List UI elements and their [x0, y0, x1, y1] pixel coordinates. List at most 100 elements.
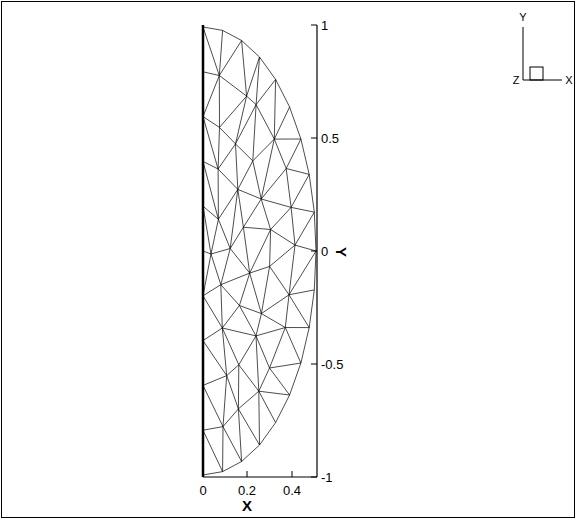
mesh-edge — [220, 96, 247, 127]
mesh-edge — [242, 41, 260, 58]
mesh-edge — [290, 363, 301, 395]
mesh-edge — [276, 79, 290, 107]
mesh-edge — [242, 41, 247, 97]
mesh-edge — [256, 57, 259, 105]
mesh-edge — [236, 96, 247, 144]
mesh-edge — [274, 79, 275, 139]
mesh-edge — [271, 207, 292, 229]
mesh-edge — [227, 376, 239, 409]
tick-label: 1 — [321, 19, 328, 32]
mesh-edge — [291, 207, 314, 212]
mesh-edge — [211, 219, 218, 254]
axis-ticks — [203, 25, 317, 477]
mesh-edge — [270, 328, 286, 369]
mesh-edge — [219, 76, 220, 128]
mesh-edge — [222, 306, 239, 329]
mesh-edge — [259, 391, 290, 395]
mesh-edge — [222, 427, 223, 472]
mesh-edge — [239, 336, 256, 365]
mesh-edge — [243, 199, 261, 227]
mesh-edge — [203, 117, 218, 169]
mesh-edge — [211, 249, 230, 255]
mesh-edge — [285, 327, 309, 328]
mesh-edge — [223, 462, 242, 472]
mesh-edge — [236, 105, 257, 144]
mesh-edge — [274, 107, 289, 139]
mesh-edge — [221, 249, 230, 285]
mesh-edge — [230, 189, 238, 248]
mesh-edge — [220, 127, 236, 143]
mesh-edge — [222, 328, 256, 336]
mesh-edge — [256, 328, 285, 336]
mesh-edge — [203, 285, 221, 296]
mesh-edge — [289, 290, 314, 295]
mesh-edge — [223, 427, 242, 462]
mesh-edge — [261, 169, 286, 200]
mesh-edge — [286, 169, 309, 175]
mesh-edge — [238, 189, 244, 227]
triad-label: X — [565, 75, 572, 86]
mesh-edge — [223, 376, 227, 427]
mesh-edge — [203, 27, 223, 30]
mesh-edge — [256, 336, 259, 391]
mesh-edge — [260, 57, 276, 79]
triad-label: Y — [519, 12, 526, 23]
mesh-edge — [285, 295, 289, 328]
mesh-edge — [236, 144, 253, 161]
mesh-edge — [270, 368, 290, 395]
mesh-edge — [301, 328, 309, 363]
mesh-edge — [256, 314, 261, 336]
mesh-edge — [259, 368, 270, 391]
mesh-edge — [203, 385, 223, 426]
mesh-edge — [239, 365, 259, 391]
mesh-edge — [239, 273, 249, 305]
mesh-edge — [270, 266, 289, 294]
axis-title: Y — [334, 247, 349, 257]
mesh-edge — [219, 76, 246, 97]
mesh-edge — [286, 139, 301, 169]
mesh-edge — [218, 219, 230, 248]
triangle-mesh — [203, 27, 316, 475]
mesh-edge — [261, 199, 270, 230]
mesh-edge — [250, 230, 271, 274]
mesh-edge — [218, 169, 238, 189]
mesh-edge — [203, 376, 227, 386]
mesh-edge — [274, 139, 286, 168]
mesh-edge — [238, 365, 239, 409]
mesh-edge — [276, 395, 290, 423]
mesh-edge — [289, 295, 309, 328]
mesh-edge — [271, 230, 295, 246]
mesh-edge — [261, 314, 285, 328]
mesh-edge — [250, 273, 262, 314]
mesh-edge — [236, 144, 238, 190]
tick-label: 0.4 — [283, 484, 301, 497]
mesh-edge — [203, 72, 219, 76]
mesh-edge — [218, 127, 219, 169]
mesh-edge — [270, 245, 295, 266]
mesh-edge — [253, 139, 274, 161]
tick-label: 0.5 — [321, 132, 339, 145]
mesh-edge — [247, 57, 260, 96]
mesh-edge — [253, 105, 256, 161]
mesh-edge — [258, 391, 260, 445]
mesh-edge — [203, 341, 227, 376]
mesh-edge — [230, 249, 250, 274]
left-edge — [202, 25, 205, 477]
tick-label: 0 — [199, 484, 206, 497]
mesh-edge — [291, 174, 309, 207]
mesh-edge — [290, 107, 301, 139]
mesh-edge — [239, 306, 261, 314]
mesh-edge — [261, 199, 291, 207]
mesh-edge — [203, 328, 222, 341]
mesh-edge — [222, 328, 226, 376]
axis-triad — [523, 27, 562, 80]
mesh-edge — [221, 285, 240, 306]
axis-title: X — [242, 498, 252, 513]
mesh-edge — [274, 139, 301, 140]
mesh-edge — [253, 161, 261, 199]
mesh-edge — [261, 295, 289, 314]
mesh-edge — [295, 245, 316, 251]
